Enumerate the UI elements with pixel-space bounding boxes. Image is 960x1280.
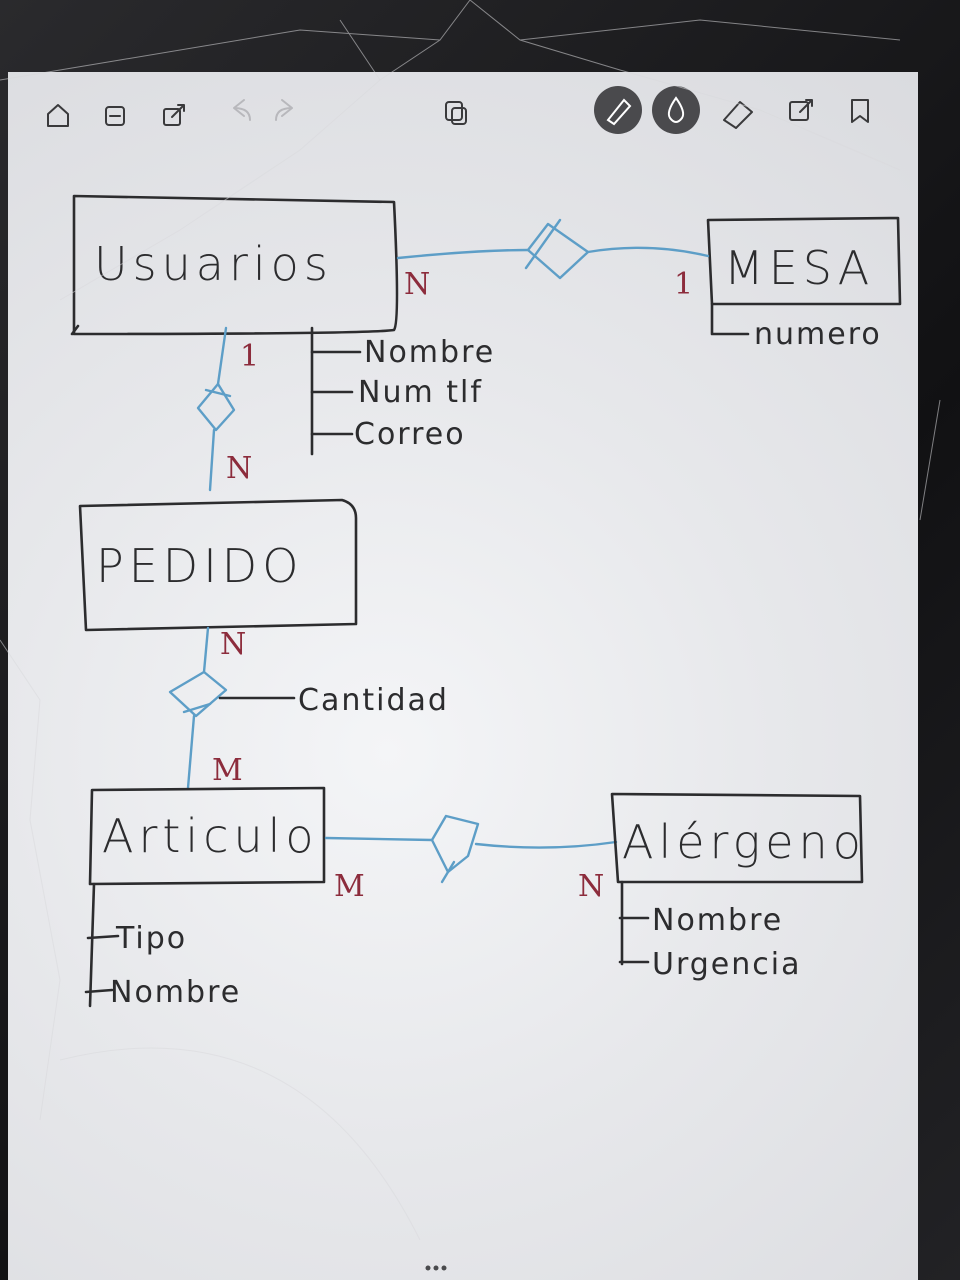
card-usuarios-pedido-pedido: N bbox=[226, 451, 252, 486]
card-usuarios-mesa-mesa: 1 bbox=[674, 267, 693, 302]
toolbar bbox=[47, 86, 869, 134]
attr-usuarios-correo: Correo bbox=[354, 417, 466, 452]
attr-mesa-numero: numero bbox=[754, 317, 882, 352]
rel-attr-cantidad: Cantidad bbox=[298, 683, 449, 718]
copy-icon[interactable] bbox=[445, 101, 467, 125]
card-articulo-alergeno-articulo: M bbox=[334, 869, 365, 904]
bookmark-icon[interactable] bbox=[851, 99, 869, 123]
card-usuarios-mesa-usuarios: N bbox=[404, 267, 430, 302]
entity-pedido-name: PEDIDO bbox=[96, 539, 303, 593]
card-usuarios-pedido-usuarios: 1 bbox=[240, 339, 259, 374]
entity-mesa-name: MESA bbox=[724, 241, 874, 295]
entity-alergeno-name: Alérgeno bbox=[622, 815, 866, 869]
ink-color-icon[interactable] bbox=[652, 86, 700, 134]
card-pedido-articulo-articulo: M bbox=[212, 753, 243, 788]
relationship-articulo-alergeno[interactable]: M N bbox=[324, 814, 618, 904]
entity-usuarios-name: Usuarios bbox=[94, 237, 333, 291]
attr-articulo-nombre: Nombre bbox=[110, 975, 241, 1010]
relationship-usuarios-mesa[interactable]: N 1 bbox=[396, 218, 710, 302]
card-articulo-alergeno-alergeno: N bbox=[578, 869, 604, 904]
pen-icon[interactable] bbox=[594, 86, 642, 134]
er-diagram-canvas[interactable]: Usuarios Nombre Num tlf Correo MESA nume… bbox=[8, 72, 918, 1280]
entity-usuarios[interactable]: Usuarios Nombre Num tlf Correo bbox=[70, 194, 495, 456]
attr-usuarios-num-tlf: Num tlf bbox=[358, 375, 483, 410]
entity-mesa[interactable]: MESA numero bbox=[706, 216, 902, 352]
eraser-icon[interactable] bbox=[723, 101, 753, 129]
entity-pedido[interactable]: PEDIDO bbox=[78, 498, 358, 632]
relationship-usuarios-pedido[interactable]: 1 N bbox=[196, 326, 259, 492]
home-icon[interactable] bbox=[47, 104, 69, 127]
share-icon[interactable] bbox=[163, 104, 185, 126]
pages-icon[interactable] bbox=[105, 106, 125, 126]
entity-alergeno[interactable]: Alérgeno Nombre Urgencia bbox=[610, 792, 866, 982]
export-icon[interactable] bbox=[789, 99, 813, 121]
attr-alergeno-nombre: Nombre bbox=[652, 903, 783, 938]
redo-icon[interactable] bbox=[275, 99, 293, 121]
undo-icon[interactable] bbox=[233, 99, 251, 121]
entity-articulo[interactable]: Articulo Tipo Nombre bbox=[84, 786, 326, 1010]
entity-articulo-name: Articulo bbox=[102, 809, 319, 863]
notes-app-screen: Usuarios Nombre Num tlf Correo MESA nume… bbox=[8, 72, 918, 1280]
card-pedido-articulo-pedido: N bbox=[220, 627, 246, 662]
page-indicator[interactable] bbox=[425, 1265, 447, 1271]
attr-usuarios-nombre: Nombre bbox=[364, 335, 495, 370]
relationship-pedido-articulo[interactable]: Cantidad N M bbox=[168, 626, 449, 790]
attr-alergeno-urgencia: Urgencia bbox=[652, 947, 802, 982]
attr-articulo-tipo: Tipo bbox=[115, 921, 187, 956]
